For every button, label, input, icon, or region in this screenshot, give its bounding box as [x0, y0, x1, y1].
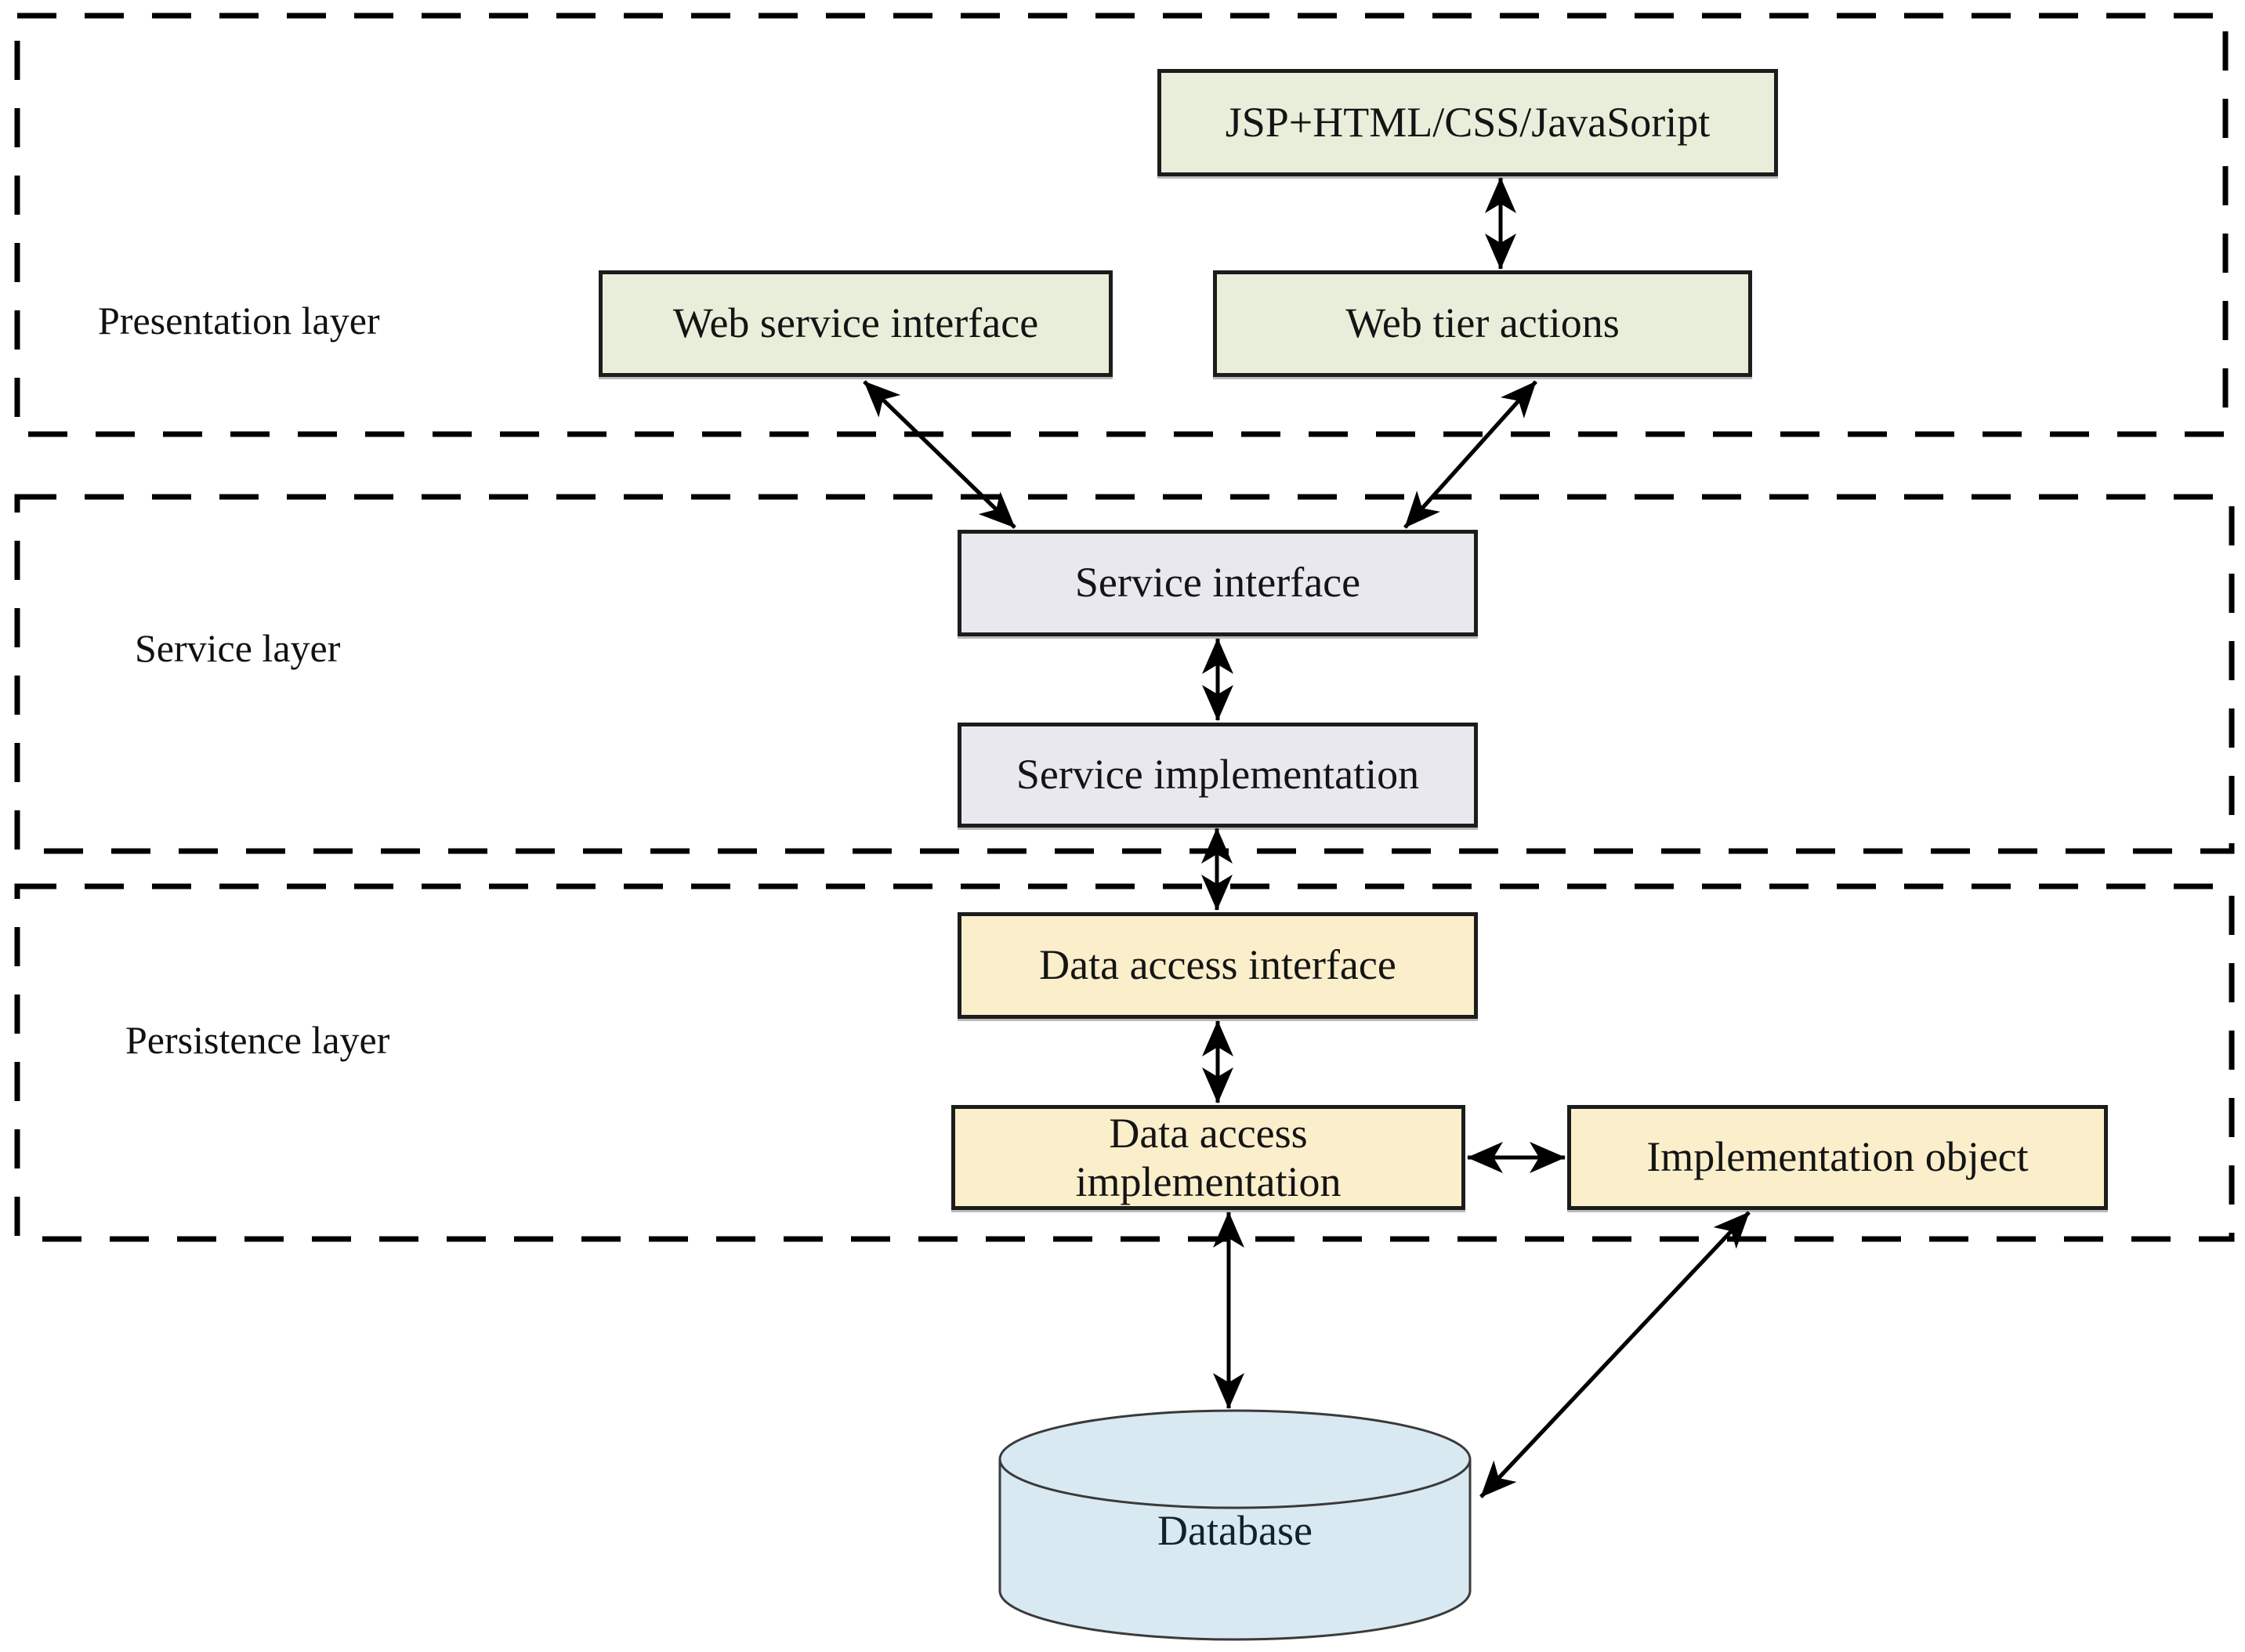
arrow-web-tier-actions-to-service-interface	[1403, 380, 1537, 529]
presentation-layer-boundary	[14, 13, 2229, 437]
service-layer-boundary	[14, 494, 2235, 854]
node-service-implementation: Service implementation	[958, 723, 1478, 828]
arrow-web-service-interface-to-service-interface	[863, 380, 1016, 529]
persistence-layer-label: Persistence layer	[125, 1018, 390, 1062]
database-label: Database	[1157, 1507, 1313, 1554]
persistence-layer-boundary	[14, 883, 2235, 1242]
node-data-access-interface: Data access interface	[958, 912, 1478, 1019]
database-cylinder	[998, 1409, 1472, 1641]
service-layer-label: Service layer	[135, 626, 341, 670]
presentation-layer-label: Presentation layer	[98, 299, 380, 342]
node-data-access-implementation: Data access implementation	[951, 1105, 1465, 1210]
arrow-implementation-object-to-database	[1479, 1211, 1751, 1498]
node-web-service-interface: Web service interface	[599, 270, 1113, 377]
node-jsp-html-css-javascript: JSP+HTML/CSS/JavaSoript	[1157, 69, 1778, 176]
node-web-tier-actions: Web tier actions	[1213, 270, 1752, 377]
node-implementation-object: Implementation object	[1567, 1105, 2108, 1210]
node-service-interface: Service interface	[958, 530, 1478, 636]
